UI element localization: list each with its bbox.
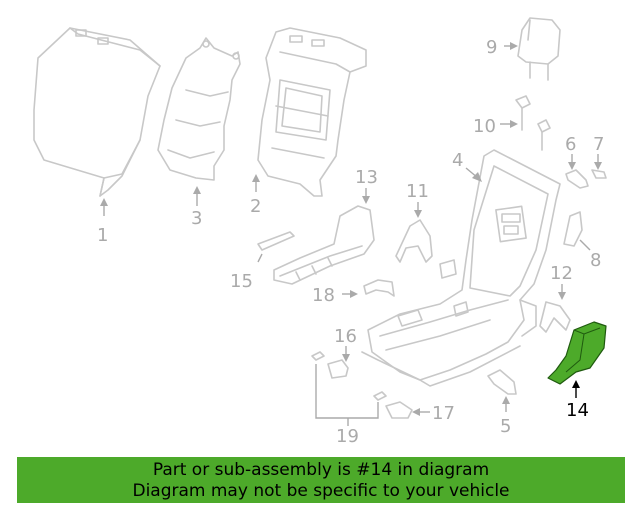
callout-11: 11 — [406, 181, 429, 202]
arrow-5 — [502, 396, 510, 404]
part-7 — [591, 169, 607, 179]
callout-17: 17 — [432, 403, 455, 424]
arrow-16 — [342, 354, 350, 362]
parts-diagram: 1 3 2 9 10 — [33, 17, 607, 447]
part-8 — [563, 211, 583, 247]
callout-9: 9 — [486, 37, 497, 58]
info-banner: Part or sub-assembly is #14 in diagram D… — [17, 457, 625, 503]
callout-7: 7 — [593, 134, 604, 155]
part-5 — [487, 369, 517, 395]
callout-12: 12 — [550, 263, 573, 284]
part-16 — [327, 359, 349, 379]
part-13-side-trim — [273, 205, 375, 285]
arrow-6 — [568, 162, 576, 170]
arrow-1 — [100, 198, 108, 206]
callout-13: 13 — [355, 167, 378, 188]
callout-1: 1 — [97, 225, 108, 246]
part-10-guides — [515, 95, 551, 151]
banner-line-2: Diagram may not be specific to your vehi… — [132, 481, 510, 501]
part-3-panel — [157, 37, 241, 181]
arrow-12 — [558, 292, 566, 300]
part-18 — [363, 279, 395, 297]
arrow-9 — [510, 42, 518, 50]
part-9-headrest — [517, 17, 561, 81]
arrow-2 — [252, 174, 260, 182]
banner-line-1: Part or sub-assembly is #14 in diagram — [152, 460, 490, 480]
leader-15 — [257, 253, 263, 263]
callout-16: 16 — [334, 326, 357, 347]
arrow-7 — [594, 162, 602, 170]
arrow-18 — [350, 290, 358, 298]
arrow-14 — [572, 380, 580, 388]
part-1-seatback-cushion — [33, 27, 161, 197]
callout-19: 19 — [336, 426, 359, 447]
callout-6: 6 — [565, 134, 576, 155]
part-6 — [565, 169, 589, 189]
arrow-4 — [472, 172, 482, 182]
callout-8: 8 — [590, 250, 601, 271]
callout-14: 14 — [566, 400, 589, 421]
callout-2: 2 — [250, 196, 261, 217]
part-11 — [395, 219, 433, 263]
leader-8 — [579, 239, 591, 251]
arrow-10 — [510, 120, 518, 128]
part-2-seatback-frame — [257, 27, 367, 197]
arrow-11 — [414, 210, 422, 218]
part-17 — [385, 401, 413, 419]
callout-10: 10 — [473, 116, 496, 137]
part-12 — [539, 301, 571, 333]
callout-15: 15 — [230, 271, 253, 292]
part-4-seat-frame — [361, 149, 561, 387]
part-15 — [257, 231, 295, 251]
part-14-highlighted — [547, 321, 607, 385]
arrow-3 — [193, 186, 201, 194]
callout-4: 4 — [452, 150, 463, 171]
leader-19 — [315, 364, 379, 426]
part-19-clips — [311, 351, 387, 401]
arrow-17 — [412, 408, 420, 416]
callout-18: 18 — [312, 285, 335, 306]
callout-3: 3 — [191, 208, 202, 229]
callout-5: 5 — [500, 416, 511, 437]
arrow-13 — [362, 196, 370, 204]
